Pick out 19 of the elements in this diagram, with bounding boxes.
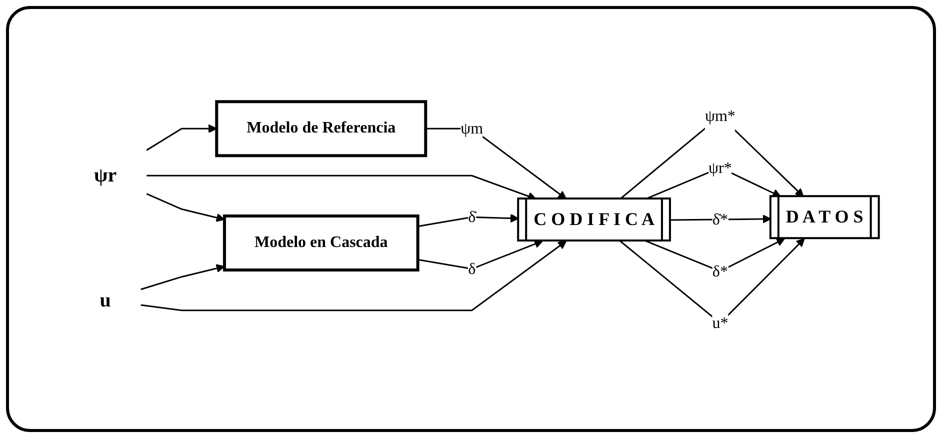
node-box [222,214,419,271]
edge-label: δ̇ [468,208,476,226]
arrow [146,192,224,222]
arrow [146,124,217,150]
arrow [140,240,566,311]
edge-label: ψm [460,120,483,138]
arrow [140,264,224,290]
edge-label: δ [468,260,476,278]
arrow [417,213,519,227]
arrow [417,239,543,270]
node-text: ψr [94,164,116,186]
edge-label: ψm* [704,108,736,124]
edge-label: u* [712,314,728,332]
edge-label: δ* [712,262,728,280]
node-box [214,100,427,157]
edge-label: ψr* [708,159,732,176]
edge-label: δ̇* [712,211,728,228]
node-text: u [99,288,110,311]
diagram-frame: ψm δ̇ δ ψm* ψr* δ̇* δ* u* ψr u Modelo de Referencia Modelo en Cascada C O D I F I C A D A T O S [6,6,936,432]
